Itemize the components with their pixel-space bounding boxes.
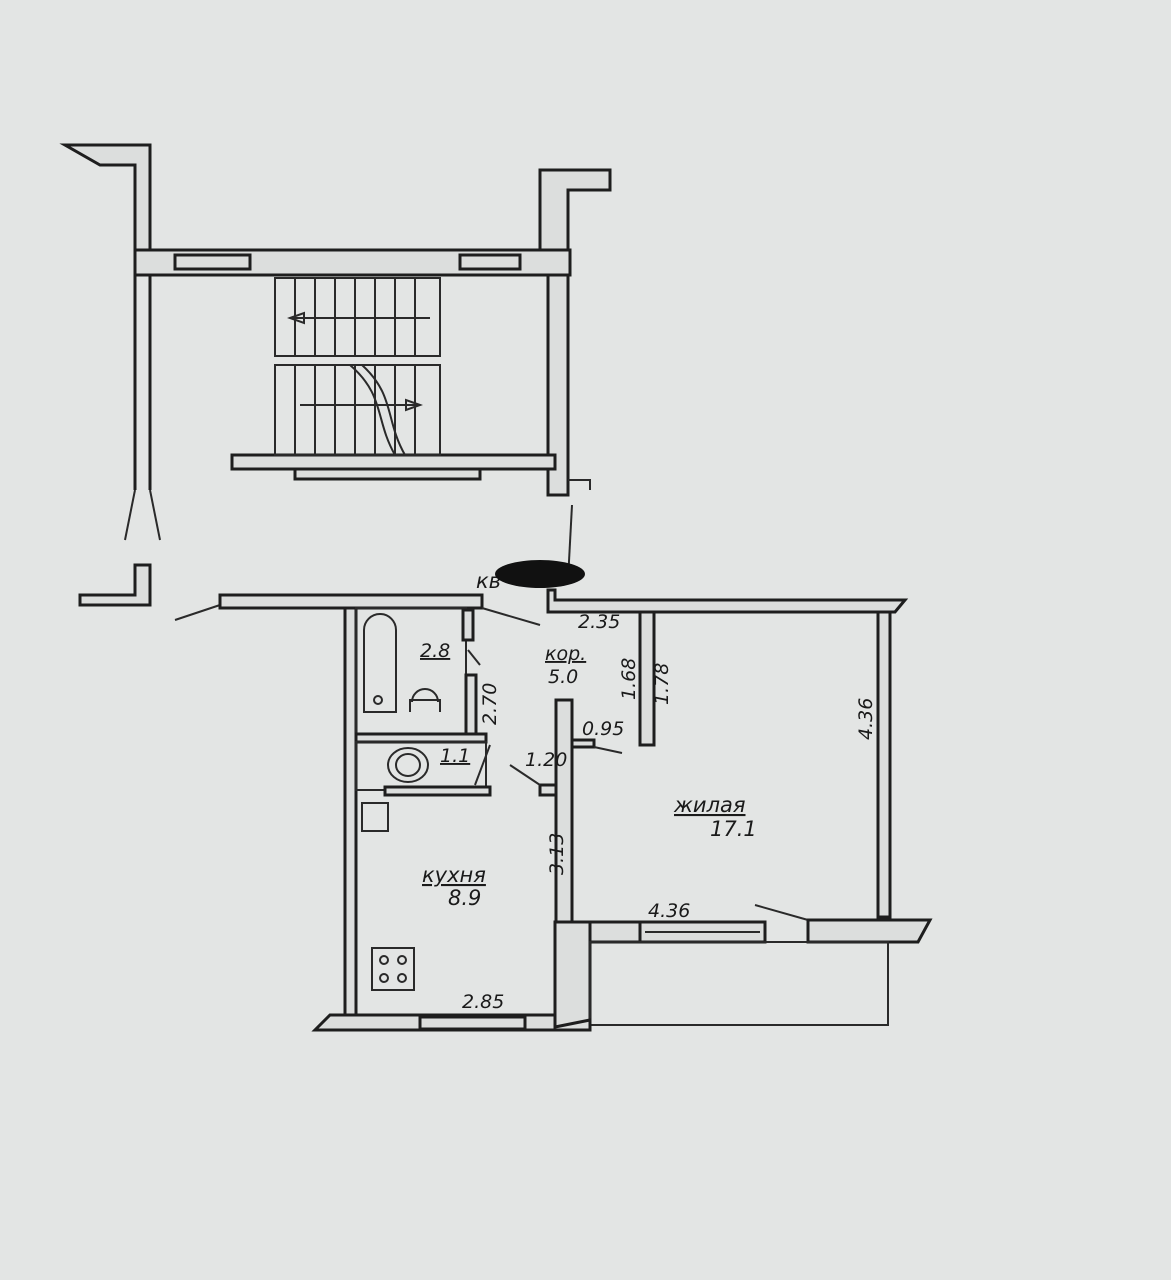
kitchen-area: 8.9 — [448, 886, 481, 910]
kitchen-name: кухня — [422, 863, 486, 887]
balcony-door — [754, 904, 809, 921]
stove-icon — [371, 947, 415, 991]
corridor-area: 5.0 — [548, 666, 578, 688]
stair-flight-upper — [274, 277, 441, 357]
dim-kitchen-depth: 3.13 — [546, 833, 568, 875]
dim-corridor-a: 1.68 — [618, 658, 640, 700]
wall-fragment — [78, 563, 152, 607]
wall-corridor-kitchen — [554, 698, 574, 924]
corridor-name: кор. — [545, 643, 586, 665]
toilet-icon — [387, 747, 429, 783]
redaction — [495, 560, 585, 588]
toilet-area: 1.1 — [440, 745, 470, 767]
dim-kitchen-door: 1.20 — [525, 749, 567, 771]
living-name: жилая — [673, 793, 746, 817]
wall-stair-right-cap — [538, 168, 612, 252]
bathroom-area: 2.8 — [420, 640, 450, 662]
arrow-right-icon — [300, 398, 423, 412]
kitchen-door — [509, 764, 541, 786]
sink-icon — [409, 688, 441, 712]
stairwell — [59, 143, 612, 541]
wall-stair-right — [546, 273, 570, 497]
bathroom — [355, 607, 467, 735]
dim-corridor-width: 2.35 — [578, 611, 620, 633]
wall-top-left — [218, 593, 484, 610]
room-door — [593, 746, 623, 754]
living-area: 17.1 — [710, 817, 757, 841]
dim-kitchen-width: 2.85 — [462, 991, 504, 1013]
wall-top-right — [546, 588, 909, 614]
stair-flight-lower — [274, 364, 441, 456]
kitchen-window — [418, 1015, 527, 1031]
wall-stair-left-cap — [59, 143, 152, 252]
dim-corridor-b: 1.78 — [651, 663, 673, 705]
apartment — [218, 504, 933, 1032]
door-stair-left — [124, 489, 161, 541]
wall-left — [343, 606, 358, 1020]
balcony — [589, 941, 889, 1026]
window-stair-left — [173, 253, 252, 271]
wall-landing — [230, 453, 557, 471]
dim-bath-length: 2.70 — [479, 683, 501, 725]
dim-living-width: 4.36 — [648, 900, 690, 922]
dim-living-depth: 4.36 — [855, 698, 877, 740]
wall-corridor-room — [638, 610, 656, 747]
dim-niche: 0.95 — [582, 718, 624, 740]
stair-break-line — [349, 364, 406, 456]
window-stair-right — [458, 253, 522, 271]
vent-icon — [361, 802, 389, 832]
entrance-door — [481, 607, 541, 626]
bathtub-icon — [363, 613, 397, 713]
wall-right — [876, 610, 892, 919]
arrow-left-icon — [287, 311, 430, 325]
